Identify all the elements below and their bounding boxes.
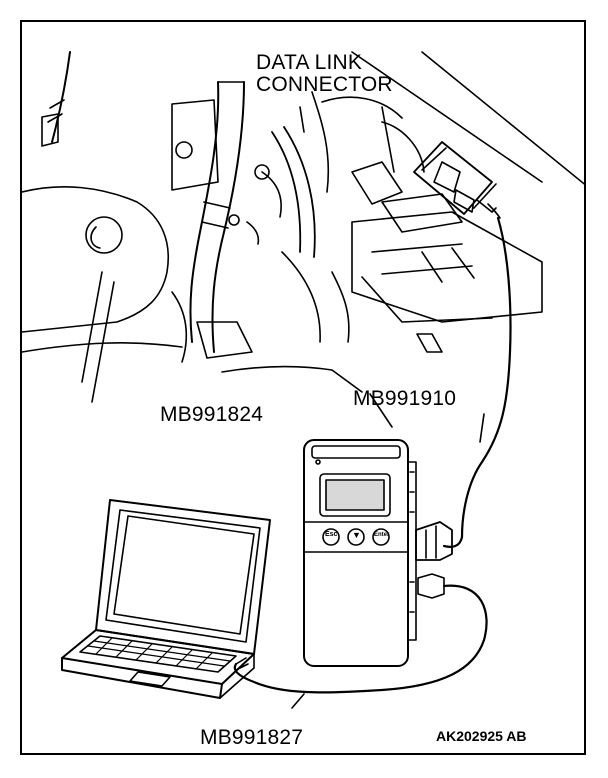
vehicle-interior: [22, 51, 584, 403]
data-link-connector-label-line1: DATA LINK: [256, 51, 363, 74]
leader-mb991827: [291, 693, 305, 709]
mb991824-label: MB991824: [160, 403, 264, 426]
data-link-connector-label-line2: CONNECTOR: [256, 73, 393, 96]
mb991910-label: MB991910: [353, 387, 457, 410]
illustration: [22, 51, 584, 709]
down-button: ▼: [352, 530, 361, 540]
scan-tool-mb991824: [303, 393, 453, 667]
leader-mb991824: [369, 393, 393, 428]
esc-button: Esc: [325, 531, 338, 538]
data-link-connector-plug: [299, 106, 501, 219]
leader-mb991910: [479, 413, 485, 443]
laptop-pc: [61, 499, 271, 699]
enter-button: Enter: [374, 532, 390, 538]
figure-code: AK202925 AB: [436, 728, 527, 744]
cable-mb991827: [233, 584, 488, 694]
mb991827-label: MB991827: [200, 726, 304, 749]
cable-mb991910: [442, 216, 512, 548]
figure-frame: DATA LINK CONNECTOR MB991910 MB991824 MB…: [20, 20, 586, 755]
